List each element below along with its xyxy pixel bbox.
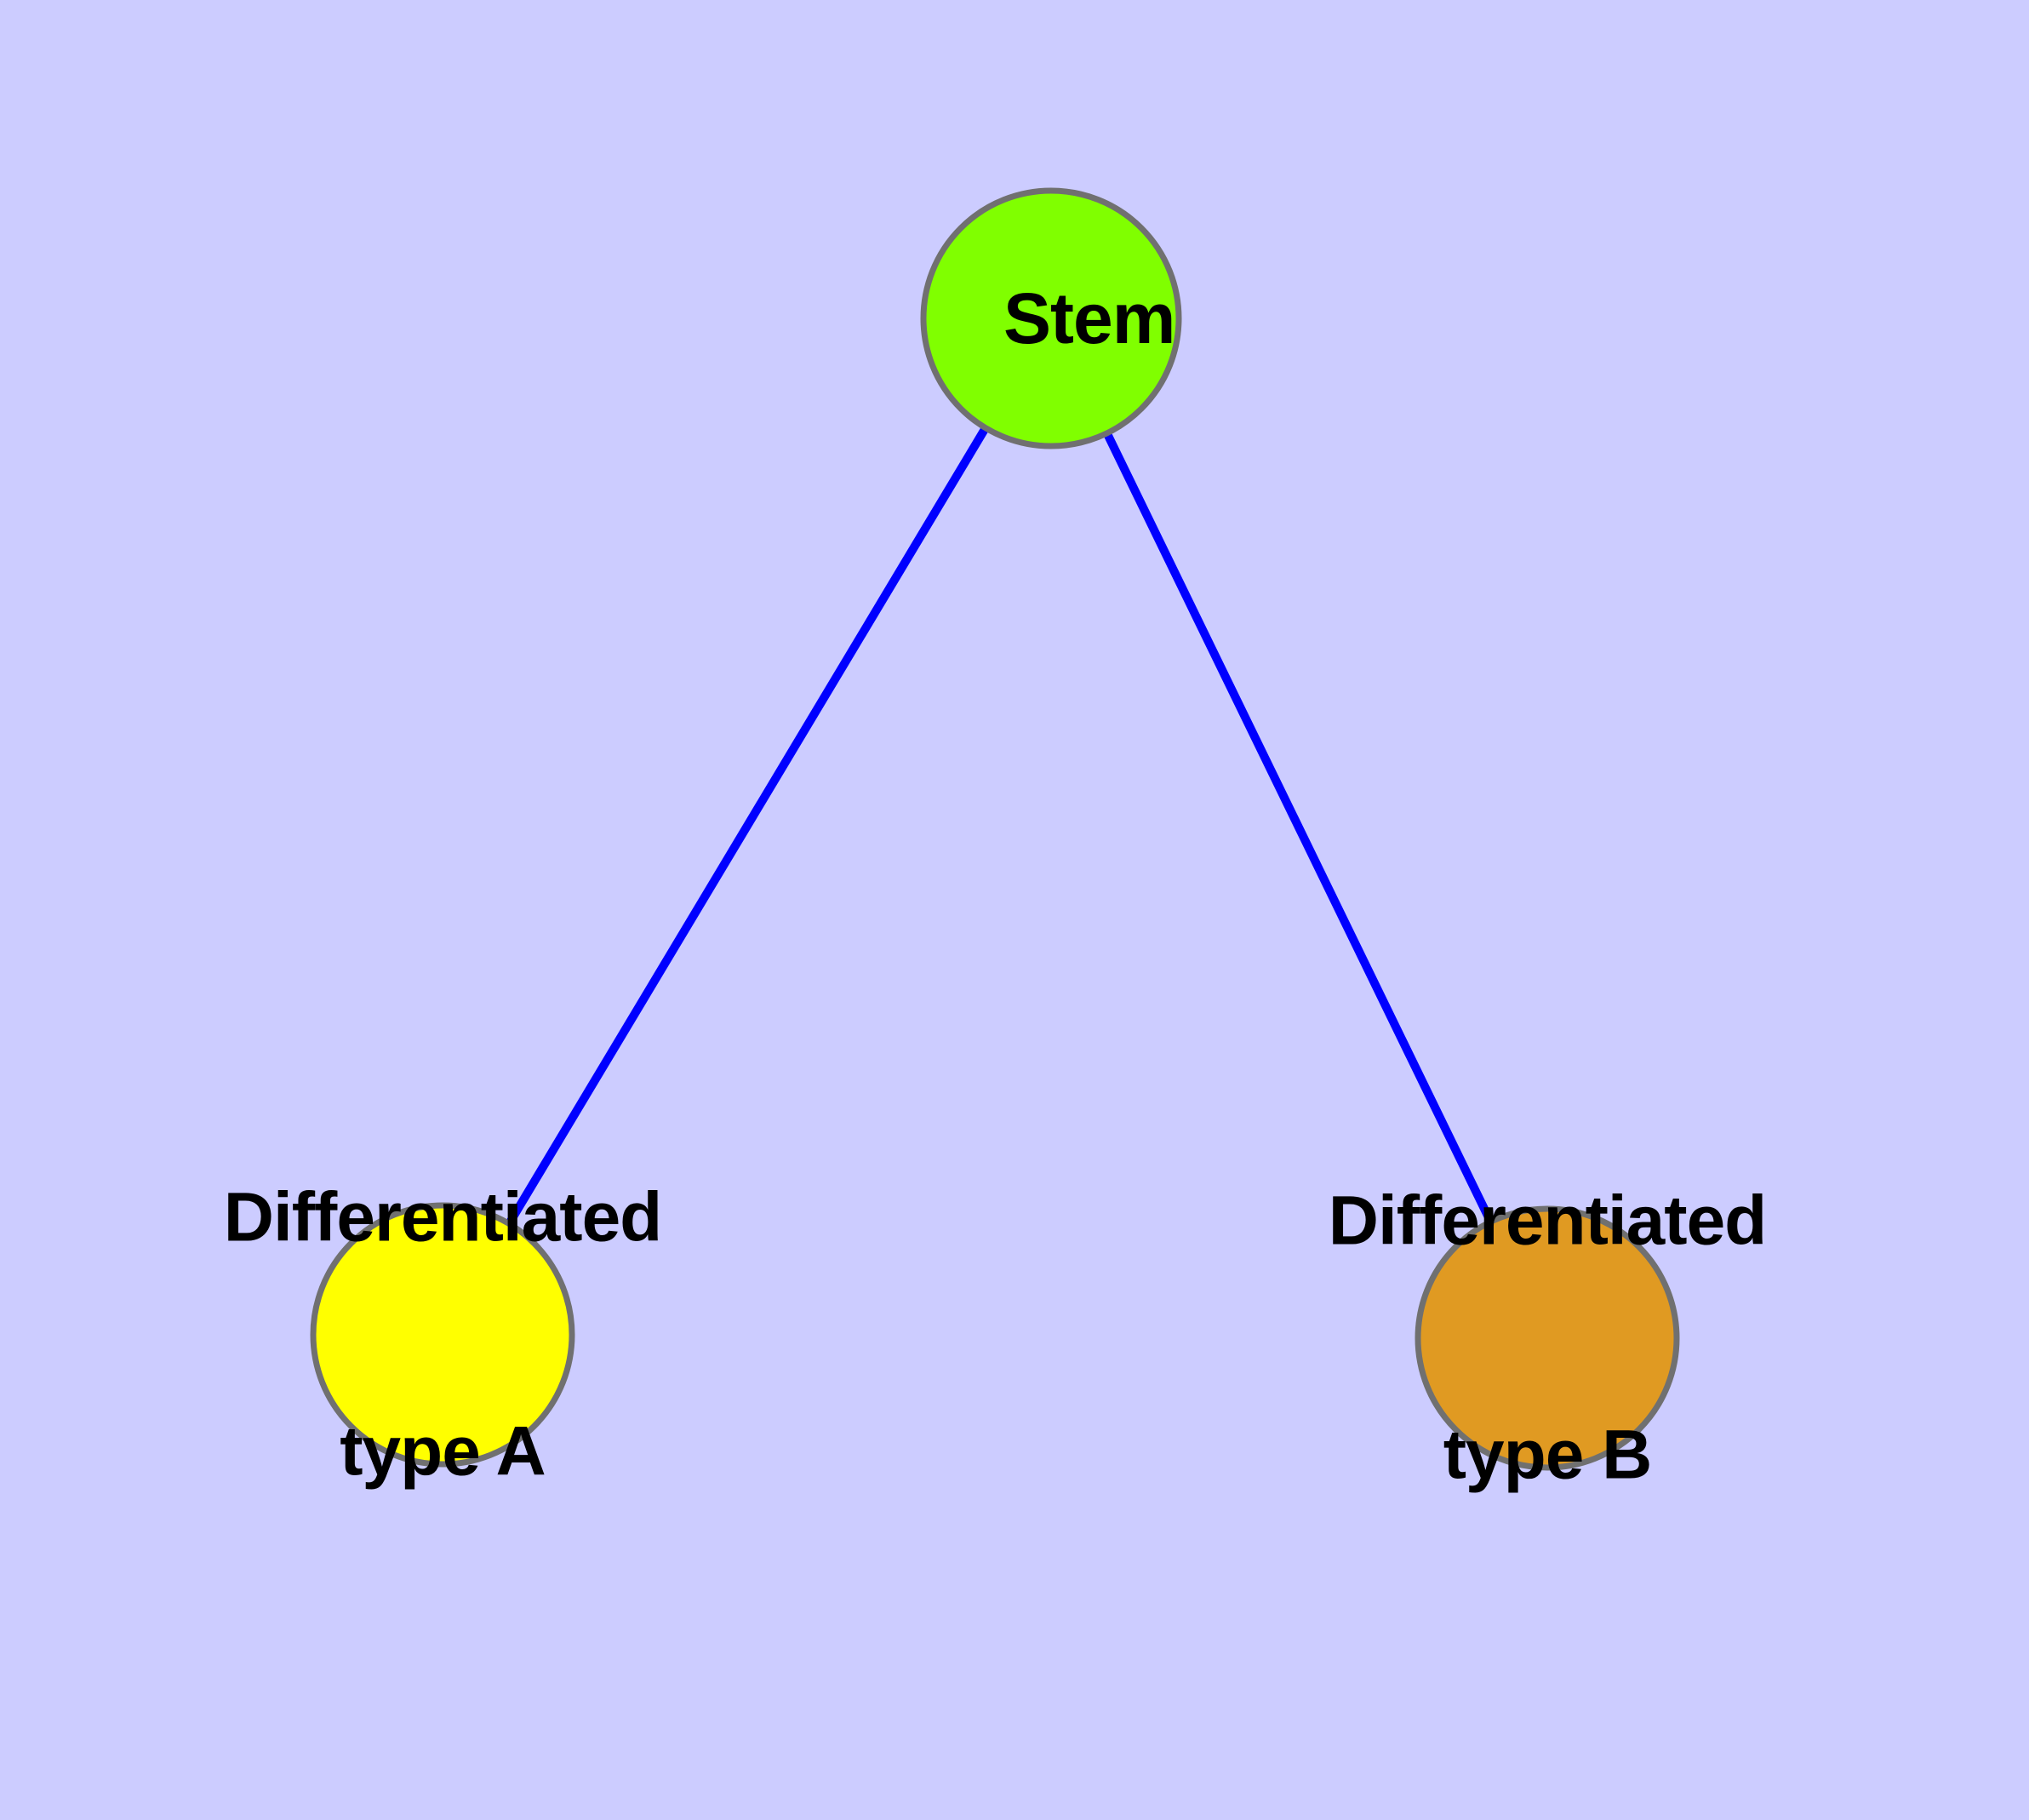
node-stem[interactable]: [920, 187, 1182, 449]
edge-stem-to-diff-b[interactable]: [1103, 432, 1495, 1223]
node-differentiated-type-b[interactable]: [1415, 1205, 1680, 1471]
edge-layer: [506, 426, 1495, 1225]
node-layer: [310, 187, 1680, 1471]
node-differentiated-type-a[interactable]: [310, 1202, 575, 1468]
edge-stem-to-diff-a[interactable]: [506, 426, 989, 1225]
